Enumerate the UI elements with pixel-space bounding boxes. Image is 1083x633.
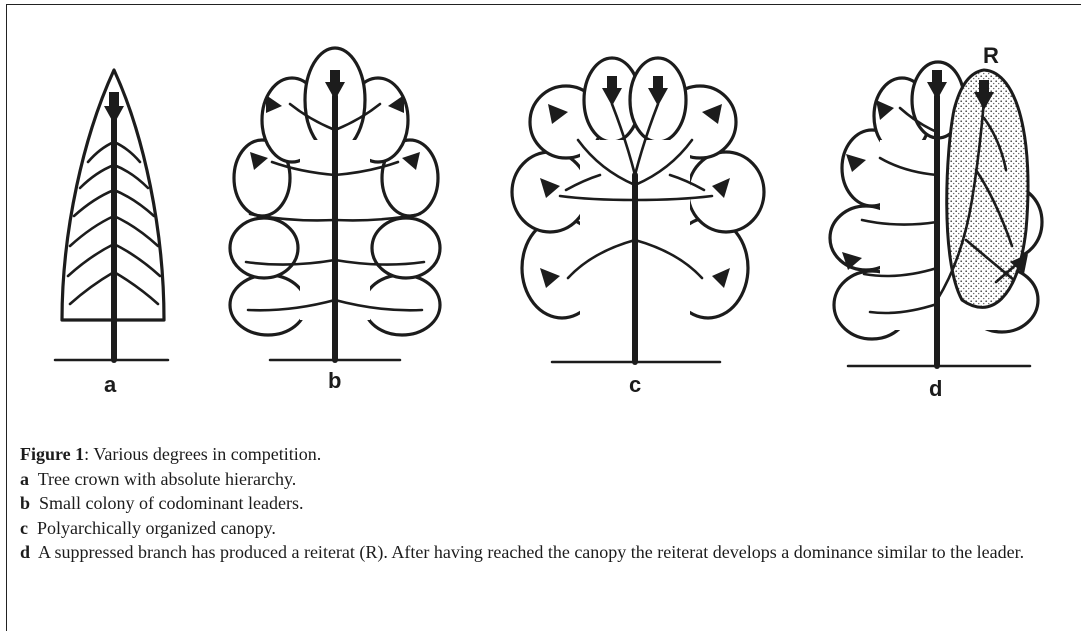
caption-item-c: c Polyarchically organized canopy. (20, 516, 1060, 541)
caption-letter-b: b (20, 493, 30, 513)
panel-c-tree (512, 58, 764, 362)
panel-a-label: a (104, 372, 117, 397)
panel-b-tree (230, 48, 440, 360)
panel-a-tree (55, 70, 168, 360)
caption-letter-a: a (20, 469, 29, 489)
panel-c-label: c (629, 372, 641, 397)
figure-caption: Figure 1: Various degrees in competition… (20, 442, 1060, 565)
panel-d-label: d (929, 376, 942, 401)
caption-text-c: Polyarchically organized canopy. (37, 518, 276, 538)
caption-text-d: A suppressed branch has produced a reite… (38, 542, 1024, 562)
tree-figure: a b c d R (0, 0, 1083, 440)
reiterat-marker: R (983, 43, 999, 68)
caption-letter-c: c (20, 518, 28, 538)
panel-d-tree (830, 62, 1042, 366)
figure-title: : Various degrees in competition. (84, 444, 321, 464)
caption-title: Figure 1: Various degrees in competition… (20, 442, 1060, 467)
panel-b-label: b (328, 368, 341, 393)
caption-letter-d: d (20, 542, 30, 562)
figure-label: Figure 1 (20, 444, 84, 464)
caption-item-d: d A suppressed branch has produced a rei… (20, 540, 1030, 565)
caption-item-a: a Tree crown with absolute hierarchy. (20, 467, 1060, 492)
caption-text-b: Small colony of codominant leaders. (39, 493, 303, 513)
caption-text-a: Tree crown with absolute hierarchy. (38, 469, 297, 489)
caption-item-b: b Small colony of codominant leaders. (20, 491, 1060, 516)
